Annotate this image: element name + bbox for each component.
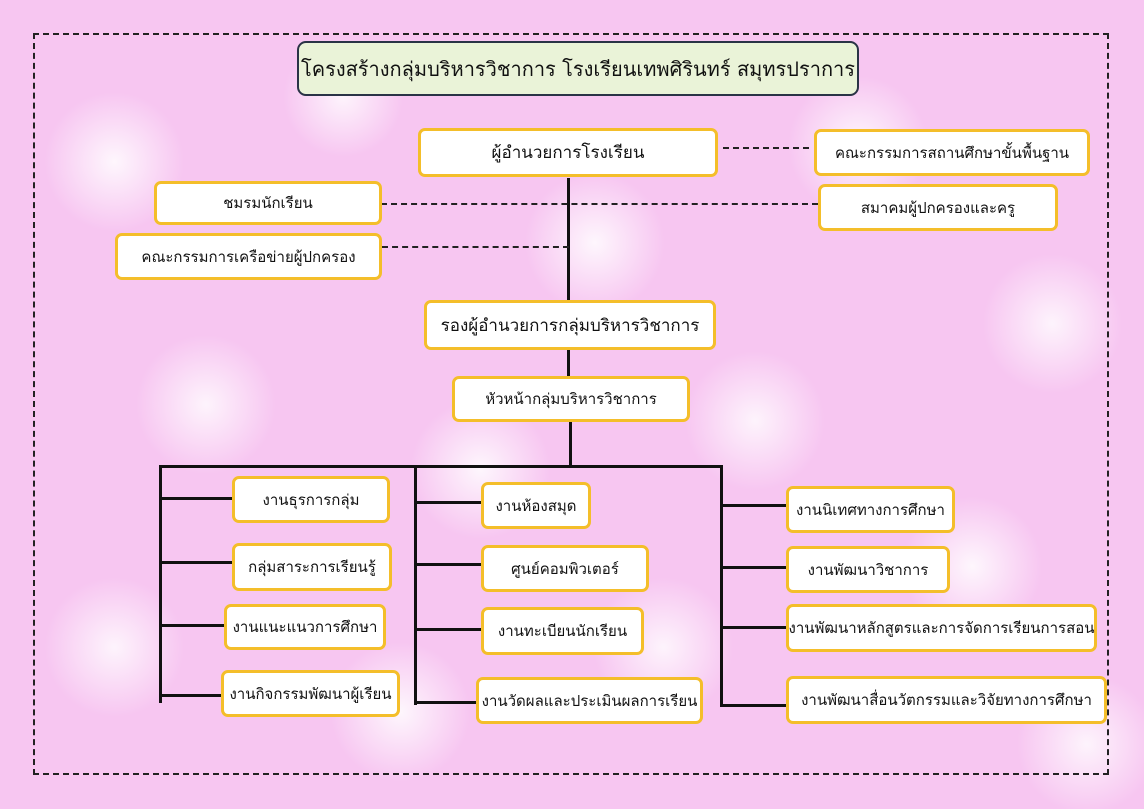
branch-3-4	[723, 704, 787, 707]
parent-teacher-association-box: สมาคมผู้ปกครองและครู	[818, 184, 1058, 231]
branch-2-3	[417, 628, 482, 631]
branch-1-2	[162, 561, 233, 564]
deputy-director-box: รองผู้อำนวยการกลุ่มบริหารวิชาการ	[424, 300, 716, 350]
task-box-3-1: งานนิเทศทางการศึกษา	[786, 486, 955, 533]
horizontal-bus	[159, 465, 721, 468]
task-box-3-2: งานพัฒนาวิชาการ	[786, 546, 950, 593]
task-box-2-4: งานวัดผลและประเมินผลการเรียน	[476, 677, 703, 724]
task-box-1-3: งานแนะแนวการศึกษา	[224, 604, 386, 650]
branch-2-1	[417, 501, 482, 504]
branch-1-1	[162, 497, 233, 500]
trunk-head-bus	[569, 422, 572, 466]
dashed-link-student-club-pta	[381, 203, 818, 205]
branch-2-2	[417, 563, 482, 566]
branch-3-1	[723, 504, 787, 507]
column-line-1	[159, 465, 162, 703]
director-box: ผู้อำนวยการโรงเรียน	[418, 128, 718, 177]
column-line-3	[720, 465, 723, 707]
dashed-link-basic-committee	[723, 147, 809, 149]
dashed-link-parent-network	[382, 246, 569, 248]
basic-education-committee-box: คณะกรรมการสถานศึกษาขั้นพื้นฐาน	[814, 129, 1090, 176]
task-box-2-3: งานทะเบียนนักเรียน	[481, 607, 644, 655]
task-box-3-4: งานพัฒนาสื่อนวัตกรรมและวิจัยทางการศึกษา	[786, 676, 1107, 724]
trunk-deputy-head	[567, 350, 570, 376]
task-box-3-3: งานพัฒนาหลักสูตรและการจัดการเรียนการสอน	[786, 604, 1097, 652]
trunk-director-deputy	[567, 178, 570, 300]
branch-3-3	[723, 626, 787, 629]
branch-1-3	[162, 624, 225, 627]
student-club-box: ชมรมนักเรียน	[154, 181, 382, 225]
task-box-1-4: งานกิจกรรมพัฒนาผู้เรียน	[221, 670, 400, 717]
task-box-1-1: งานธุรการกลุ่ม	[232, 476, 390, 523]
branch-3-2	[723, 566, 787, 569]
parent-network-committee-box: คณะกรรมการเครือข่ายผู้ปกครอง	[115, 233, 382, 280]
chart-title: โครงสร้างกลุ่มบริหารวิชาการ โรงเรียนเทพศ…	[297, 41, 859, 96]
branch-2-4	[417, 701, 477, 704]
task-box-2-2: ศูนย์คอมพิวเตอร์	[481, 545, 649, 592]
column-line-2	[414, 465, 417, 705]
academic-head-box: หัวหน้ากลุ่มบริหารวิชาการ	[452, 376, 690, 422]
branch-1-4	[162, 694, 222, 697]
diagram-frame	[33, 33, 1109, 775]
task-box-2-1: งานห้องสมุด	[481, 482, 591, 529]
task-box-1-2: กลุ่มสาระการเรียนรู้	[232, 543, 392, 591]
